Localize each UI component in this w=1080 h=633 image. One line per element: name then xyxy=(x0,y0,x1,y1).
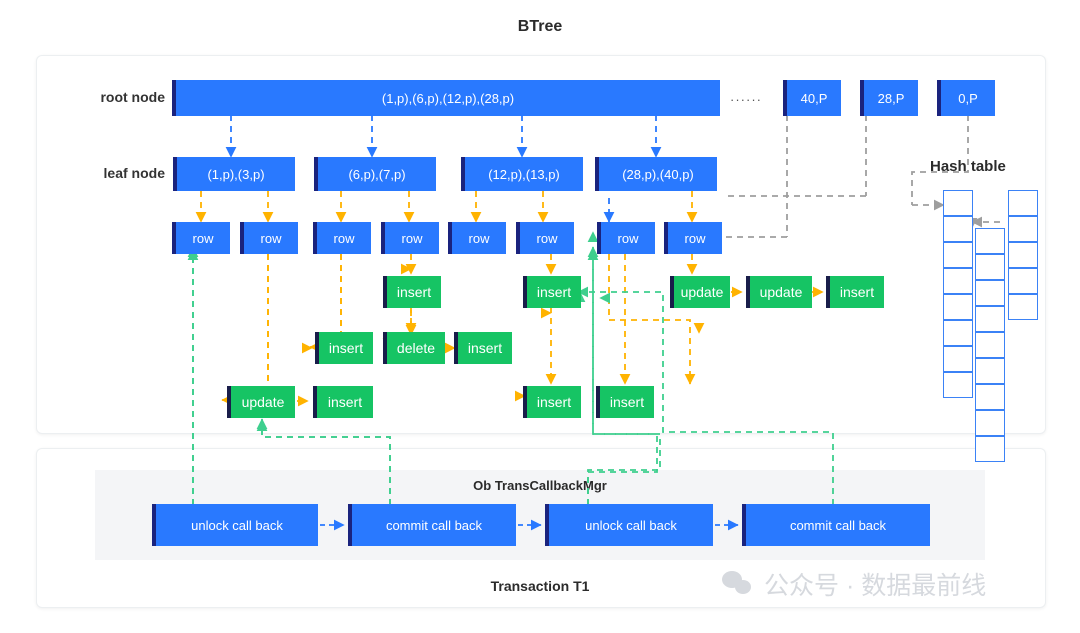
hash-cell xyxy=(975,306,1005,332)
op-update-1[interactable]: update xyxy=(670,276,730,308)
op-insert-5[interactable]: insert xyxy=(454,332,512,364)
callback-mgr-title: Ob TransCallbackMgr xyxy=(473,478,607,493)
leaf-node-3[interactable]: (12,p),(13,p) xyxy=(461,157,583,191)
hash-cell xyxy=(975,358,1005,384)
root-node-cell[interactable]: (1,p),(6,p),(12,p),(28,p) xyxy=(172,80,720,116)
hash-cell xyxy=(975,228,1005,254)
row-box-4[interactable]: row xyxy=(381,222,439,254)
leaf-node-2[interactable]: (6,p),(7,p) xyxy=(314,157,436,191)
hash-cell xyxy=(943,346,973,372)
leaf-node-1[interactable]: (1,p),(3,p) xyxy=(173,157,295,191)
hash-cell xyxy=(943,294,973,320)
hash-cell xyxy=(1008,216,1038,242)
wechat-icon xyxy=(722,571,756,597)
watermark: 公众号 · 数据最前线 xyxy=(722,566,986,602)
leaf-node-4[interactable]: (28,p),(40,p) xyxy=(595,157,717,191)
row-box-6[interactable]: row xyxy=(516,222,574,254)
hash-cell xyxy=(943,320,973,346)
callback-commit-1[interactable]: commit call back xyxy=(348,504,516,546)
op-update-2[interactable]: update xyxy=(746,276,812,308)
root-side-cell-0p[interactable]: 0,P xyxy=(937,80,995,116)
hash-cell xyxy=(943,216,973,242)
root-ellipsis: ······ xyxy=(730,92,762,107)
hash-cell xyxy=(975,410,1005,436)
callback-unlock-2[interactable]: unlock call back xyxy=(545,504,713,546)
root-side-cell-28p[interactable]: 28,P xyxy=(860,80,918,116)
transaction-title: Transaction T1 xyxy=(490,578,590,594)
hash-cell xyxy=(975,384,1005,410)
callback-commit-2[interactable]: commit call back xyxy=(742,504,930,546)
op-insert-7[interactable]: insert xyxy=(523,386,581,418)
hash-cell xyxy=(975,280,1005,306)
op-insert-3[interactable]: insert xyxy=(826,276,884,308)
hash-cell xyxy=(1008,190,1038,216)
watermark-text: 公众号 · 数据最前线 xyxy=(764,572,987,600)
leaf-node-label: leaf node xyxy=(103,165,165,181)
op-insert-6[interactable]: insert xyxy=(313,386,373,418)
row-box-8[interactable]: row xyxy=(664,222,722,254)
row-box-7[interactable]: row xyxy=(597,222,655,254)
row-box-2[interactable]: row xyxy=(240,222,298,254)
row-box-5[interactable]: row xyxy=(448,222,506,254)
callback-unlock-1[interactable]: unlock call back xyxy=(152,504,318,546)
op-insert-1[interactable]: insert xyxy=(383,276,441,308)
row-box-1[interactable]: row xyxy=(172,222,230,254)
hash-cell xyxy=(943,242,973,268)
root-side-cell-40p[interactable]: 40,P xyxy=(783,80,841,116)
op-update-3[interactable]: update xyxy=(227,386,295,418)
hash-cell xyxy=(975,436,1005,462)
hash-cell xyxy=(975,254,1005,280)
hash-cell xyxy=(1008,294,1038,320)
op-insert-2[interactable]: insert xyxy=(523,276,581,308)
op-insert-8[interactable]: insert xyxy=(596,386,654,418)
root-node-label: root node xyxy=(100,89,165,105)
hash-cell xyxy=(943,190,973,216)
row-box-3[interactable]: row xyxy=(313,222,371,254)
page-title: BTree xyxy=(517,18,563,35)
hash-cell xyxy=(943,372,973,398)
op-insert-4[interactable]: insert xyxy=(315,332,373,364)
hash-cell xyxy=(943,268,973,294)
op-delete-1[interactable]: delete xyxy=(383,332,445,364)
hash-cell xyxy=(1008,268,1038,294)
hash-table-title: Hash table xyxy=(930,158,1006,175)
hash-cell xyxy=(975,332,1005,358)
hash-cell xyxy=(1008,242,1038,268)
